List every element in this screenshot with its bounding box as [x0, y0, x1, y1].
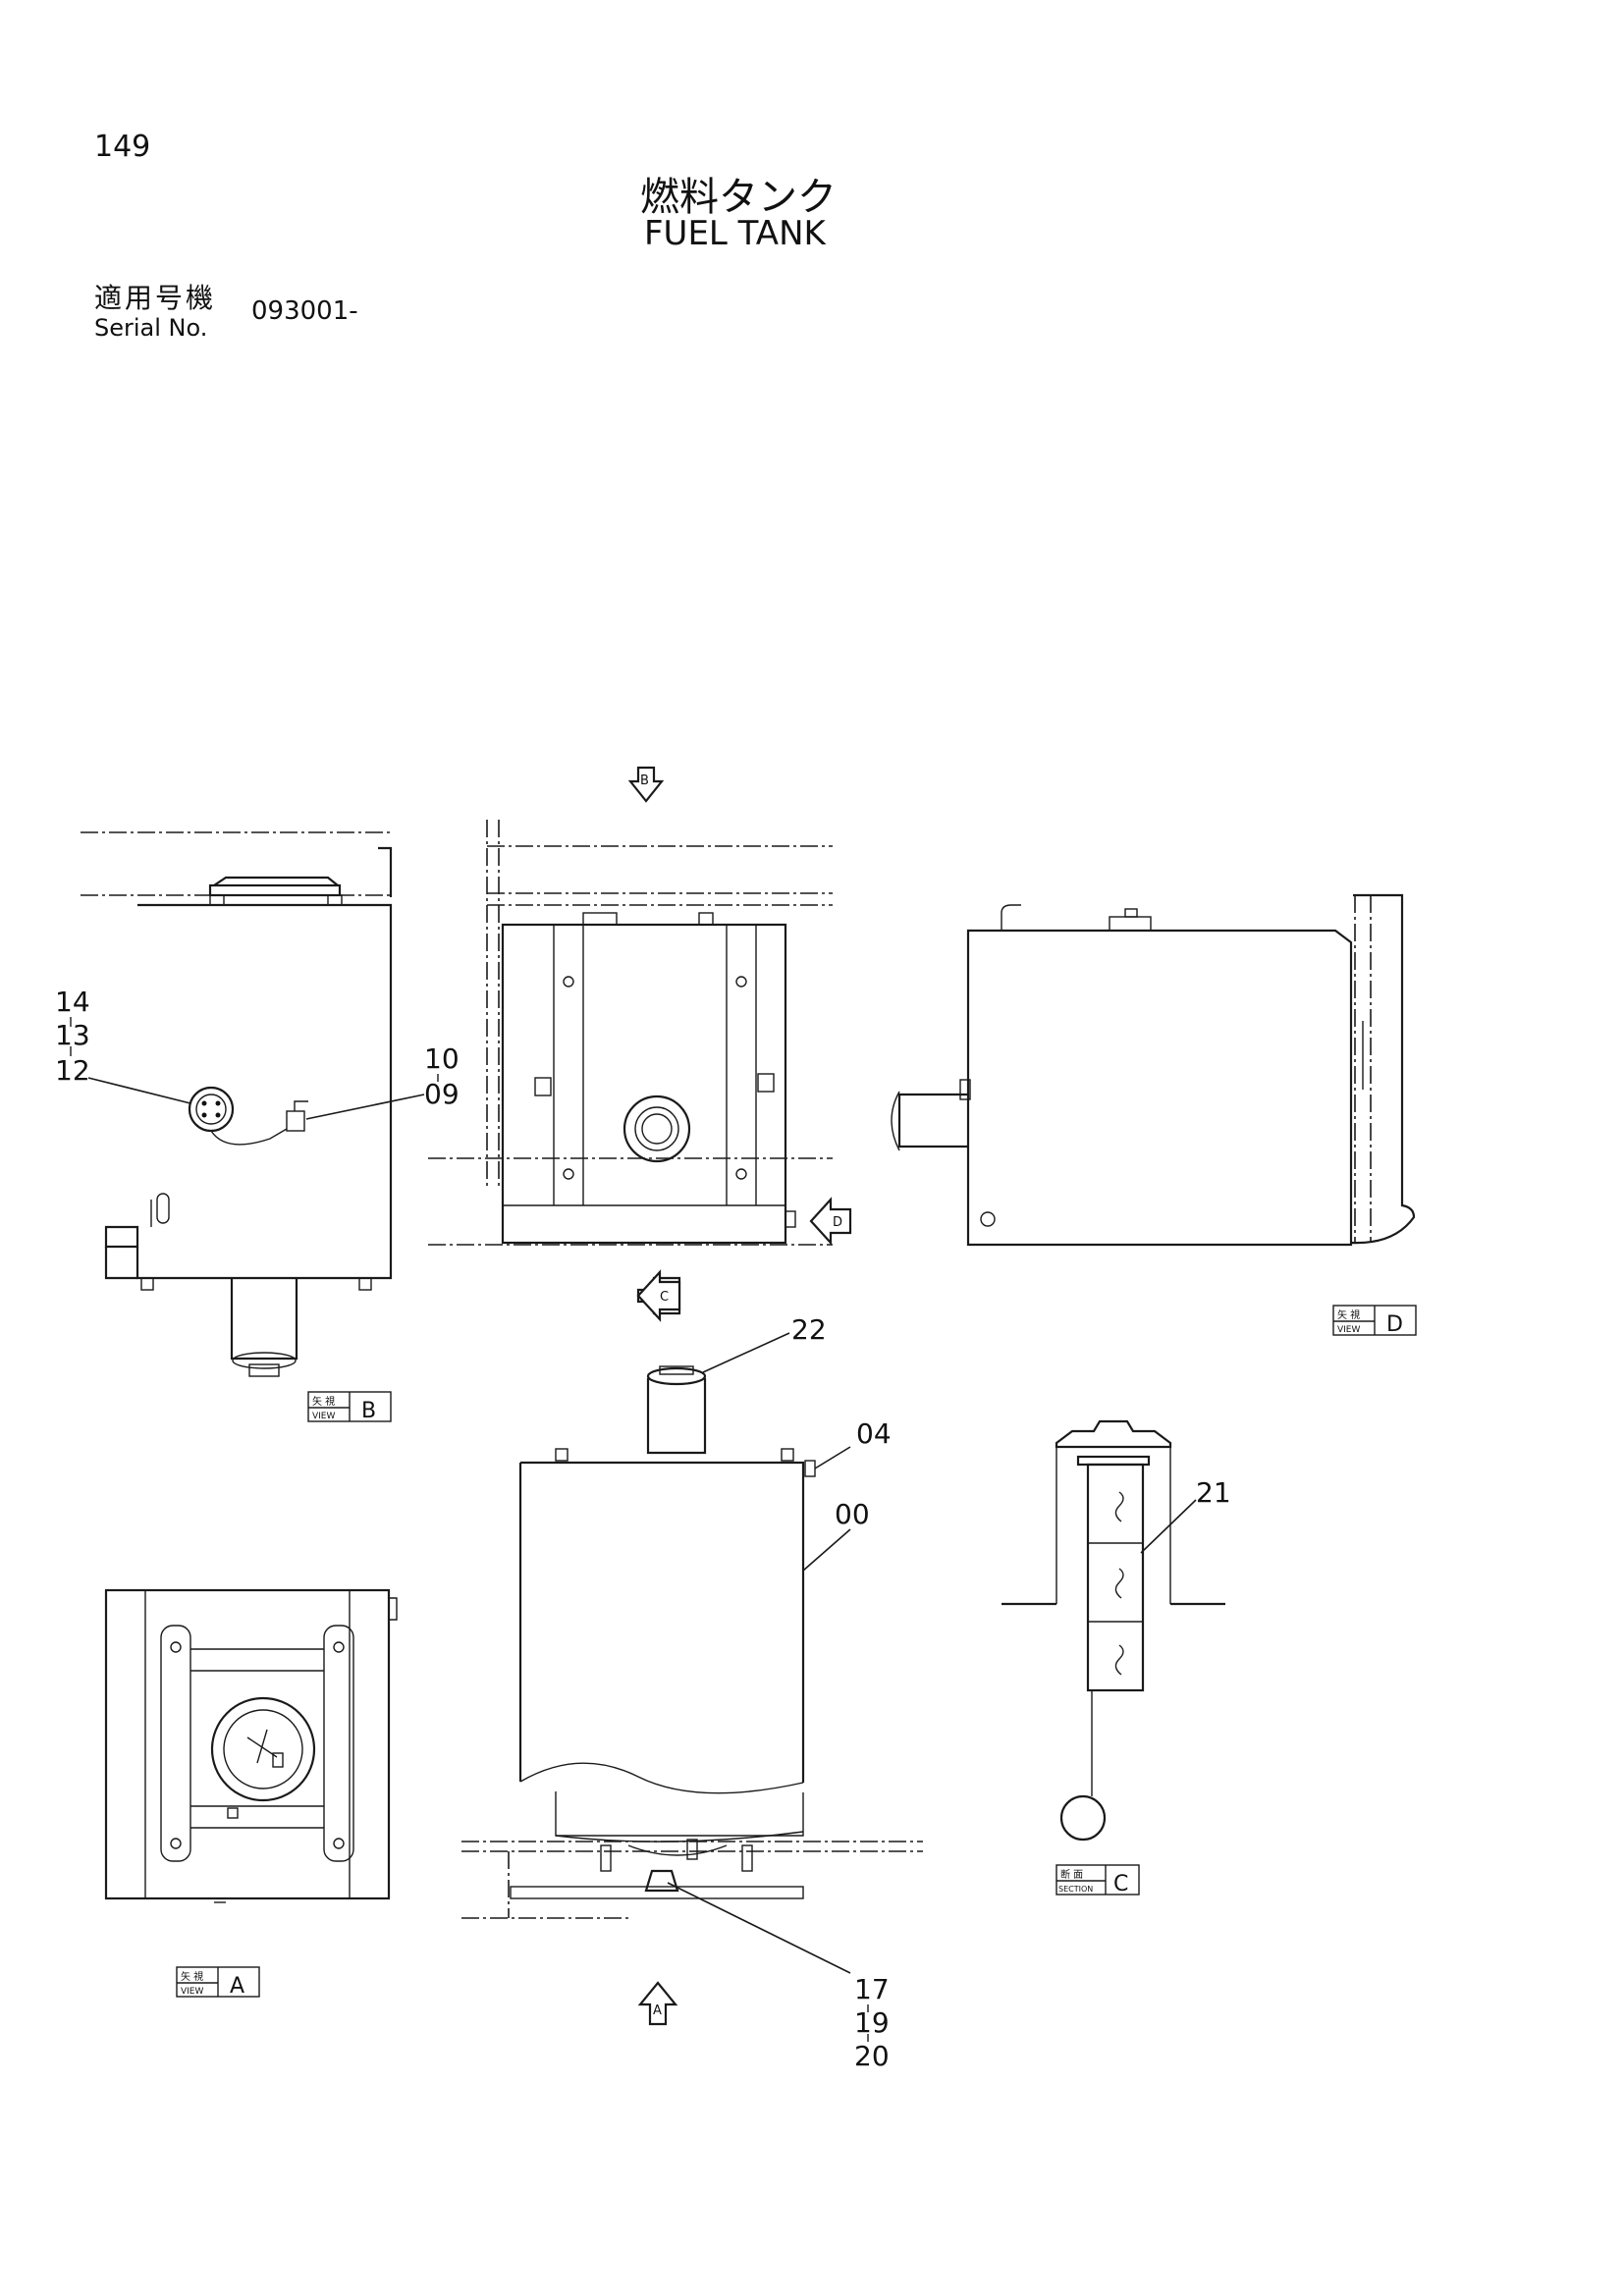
label-view-d: 矢 視 VIEW D [1332, 1305, 1417, 1337]
page-title-jp: 燃料タンク [640, 175, 837, 220]
svg-text:VIEW: VIEW [181, 1987, 203, 1997]
front-view-drawing [428, 820, 833, 1246]
view-arrow-a-letter: A [653, 2003, 662, 2018]
main-tank-drawing [461, 1365, 923, 1919]
serial-range: 093001- [251, 296, 358, 326]
svg-text:A: A [230, 1974, 244, 1999]
svg-text:D: D [1386, 1312, 1403, 1337]
view-arrow-d-letter: D [833, 1215, 842, 1230]
page-number: 149 [94, 130, 151, 164]
callout-14: 14 [55, 986, 90, 1018]
serial-label-en: Serial No. [94, 314, 208, 342]
svg-text:矢 視: 矢 視 [312, 1395, 335, 1408]
svg-text:VIEW: VIEW [312, 1412, 335, 1421]
serial-label-jp: 適用号機 [94, 282, 217, 314]
view-arrow-d: D [809, 1197, 852, 1246]
page-title-en: FUEL TANK [644, 214, 826, 253]
svg-text:C: C [1113, 1872, 1128, 1896]
view-arrow-c: C [636, 1269, 681, 1322]
callouts: 14 13 12 10 09 22 04 00 21 17 19 20 [55, 986, 1231, 2072]
svg-text:断 面: 断 面 [1060, 1868, 1083, 1881]
leader-lines [70, 1017, 1197, 2042]
label-view-b: 矢 視 VIEW B [307, 1391, 392, 1423]
callout-00: 00 [835, 1498, 870, 1530]
svg-text:B: B [361, 1399, 376, 1423]
view-arrow-b: B [627, 766, 665, 803]
label-view-a: 矢 視 VIEW A [176, 1966, 260, 1999]
svg-text:矢 視: 矢 視 [181, 1970, 203, 1983]
callout-12: 12 [55, 1054, 90, 1087]
callout-17: 17 [854, 1973, 890, 2005]
view-d-drawing [891, 893, 1416, 1247]
callout-10: 10 [424, 1042, 460, 1075]
svg-text:SECTION: SECTION [1058, 1885, 1093, 1894]
section-c-drawing [1001, 1419, 1225, 1842]
view-b-drawing [81, 831, 393, 1377]
callout-20: 20 [854, 2040, 890, 2072]
view-arrow-b-letter: B [640, 774, 649, 788]
svg-text:矢 視: 矢 視 [1337, 1308, 1360, 1321]
view-arrow-a: A [637, 1981, 678, 2026]
callout-21: 21 [1196, 1476, 1231, 1509]
callout-19: 19 [854, 2006, 890, 2039]
callout-09: 09 [424, 1078, 460, 1110]
view-a-drawing [104, 1588, 398, 1903]
callout-22: 22 [791, 1313, 827, 1346]
view-arrow-c-letter: C [660, 1290, 669, 1305]
callout-04: 04 [856, 1417, 892, 1450]
svg-text:VIEW: VIEW [1337, 1325, 1360, 1335]
callout-13: 13 [55, 1019, 90, 1051]
label-section-c: 断 面 SECTION C [1056, 1864, 1140, 1896]
